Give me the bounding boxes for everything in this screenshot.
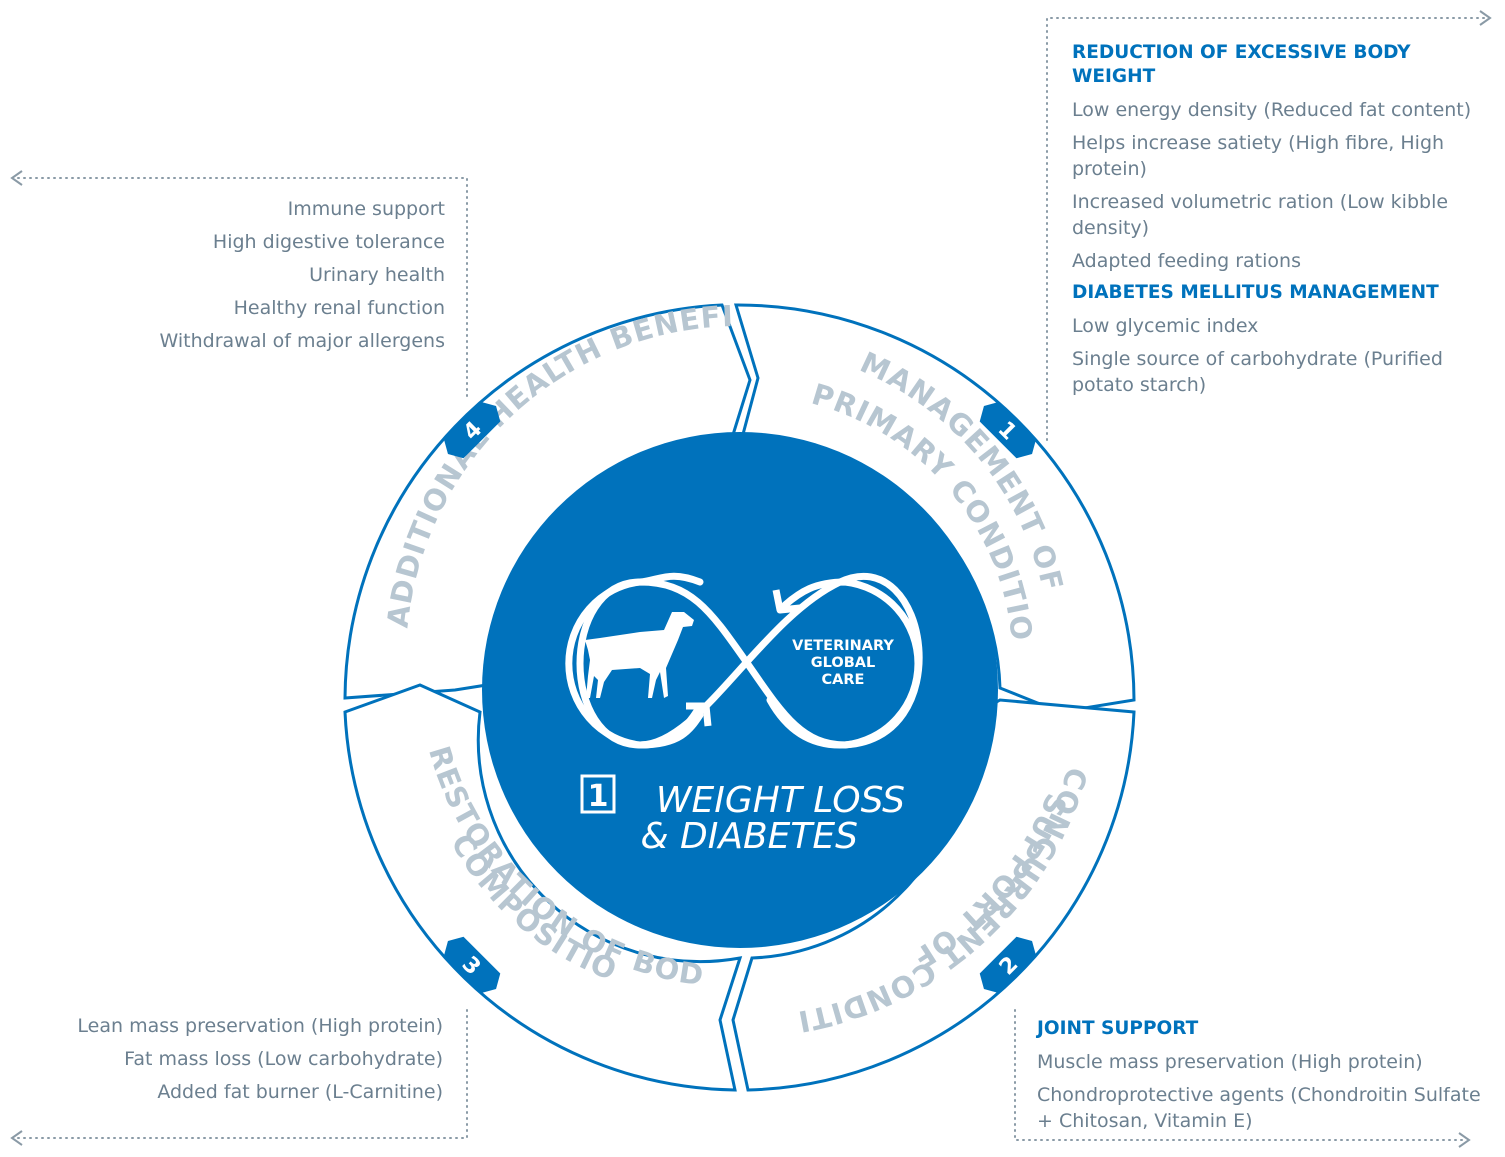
list-item: Low energy density (Reduced fat content) xyxy=(1072,99,1472,121)
center-circle xyxy=(482,432,998,948)
segment-3-shape xyxy=(343,683,743,1092)
connector-arrowheads xyxy=(10,10,1492,1148)
list-item: Healthy renal function xyxy=(233,297,445,319)
primary-condition-panel: REDUCTION OF EXCESSIVE BODY WEIGHT Low e… xyxy=(1072,41,1482,405)
concurrent-conditions-panel: JOINT SUPPORT Muscle mass preservation (… xyxy=(1037,1017,1482,1141)
list-item: Urinary health xyxy=(309,264,445,286)
arrow-head-right xyxy=(772,589,801,614)
connector-lines xyxy=(17,17,1486,1141)
svg-text:WEIGHT LOSS: WEIGHT LOSS xyxy=(656,780,905,821)
svg-text:VETERINARY: VETERINARY xyxy=(792,638,894,654)
infinity-shape xyxy=(565,578,922,749)
svg-text:1: 1 xyxy=(588,779,609,814)
segment-badges: 1 2 3 4 xyxy=(443,401,1037,994)
svg-text:CARE: CARE xyxy=(822,672,865,688)
section-heading: JOINT SUPPORT xyxy=(1037,1018,1199,1039)
section-heading: REDUCTION OF EXCESSIVE BODY WEIGHT xyxy=(1072,42,1411,87)
list-item: Increased volumetric ration (Low kibble … xyxy=(1072,191,1449,239)
list-item: Fat mass loss (Low carbohydrate) xyxy=(124,1048,443,1070)
list-item: Withdrawal of major allergens xyxy=(159,330,445,352)
arrow-head-left xyxy=(686,702,712,727)
list-item: Helps increase satiety (High fibre, High… xyxy=(1072,132,1445,180)
svg-text:& DIABETES: & DIABETES xyxy=(640,816,858,857)
segment-3-badge: 3 xyxy=(443,936,501,994)
list-item: Adapted feeding rations xyxy=(1072,250,1301,272)
list-item: Added fat burner (L-Carnitine) xyxy=(157,1081,443,1103)
list-item: Muscle mass preservation (High protein) xyxy=(1037,1051,1423,1073)
list-item: Immune support xyxy=(287,198,445,220)
section-heading: DIABETES MELLITUS MANAGEMENT xyxy=(1072,282,1439,303)
svg-text:GLOBAL: GLOBAL xyxy=(811,655,875,671)
body-composition-panel: Lean mass preservation (High protein) Fa… xyxy=(20,1013,443,1112)
additional-benefits-panel: Immune support High digestive tolerance … xyxy=(60,196,445,361)
list-item: Lean mass preservation (High protein) xyxy=(77,1015,443,1037)
list-item: Chondroprotective agents (Chondroitin Su… xyxy=(1037,1084,1481,1132)
list-item: Single source of carbohydrate (Purified … xyxy=(1072,348,1443,396)
ring-segments xyxy=(343,303,1136,1092)
dog-icon xyxy=(585,612,694,698)
title-number-box xyxy=(580,774,616,814)
list-item: Low glycemic index xyxy=(1072,315,1259,337)
veterinary-global-care-label: VETERINARY GLOBAL CARE xyxy=(792,638,894,688)
list-item: High digestive tolerance xyxy=(212,231,445,253)
